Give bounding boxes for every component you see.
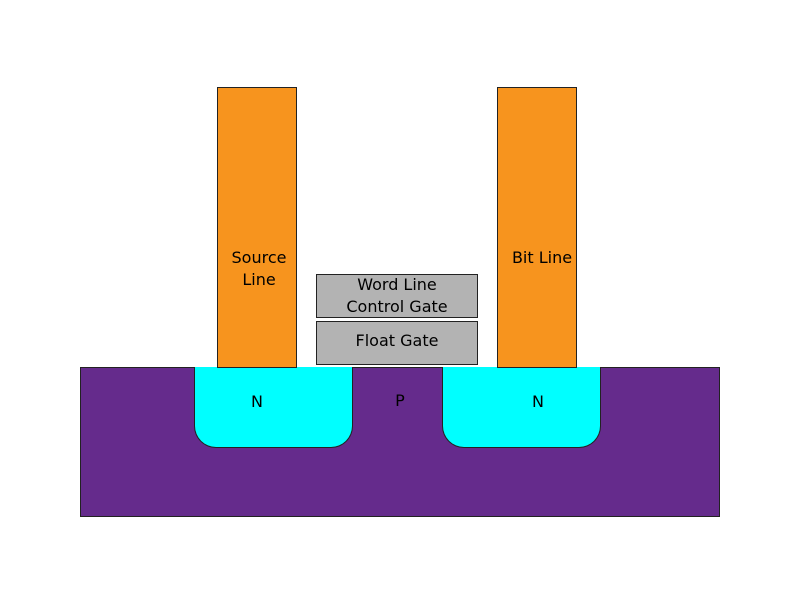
word-line-label: Word Line Control Gate: [346, 275, 448, 316]
bit-line-pillar: [497, 87, 577, 368]
p-region-label: P: [395, 391, 405, 410]
n-region-right: [442, 367, 601, 448]
source-line-pillar: [217, 87, 297, 368]
p-substrate: [80, 367, 720, 517]
float-gate-label: Float Gate: [355, 331, 439, 350]
n-region-left: [194, 367, 353, 448]
n-region-left-label: N: [251, 392, 263, 411]
float-gate: [316, 321, 478, 365]
word-line-control-gate: [316, 274, 478, 318]
n-region-right-label: N: [532, 392, 544, 411]
bit-line-label: Bit Line: [511, 248, 573, 267]
source-line-label: Source Line: [231, 248, 287, 289]
